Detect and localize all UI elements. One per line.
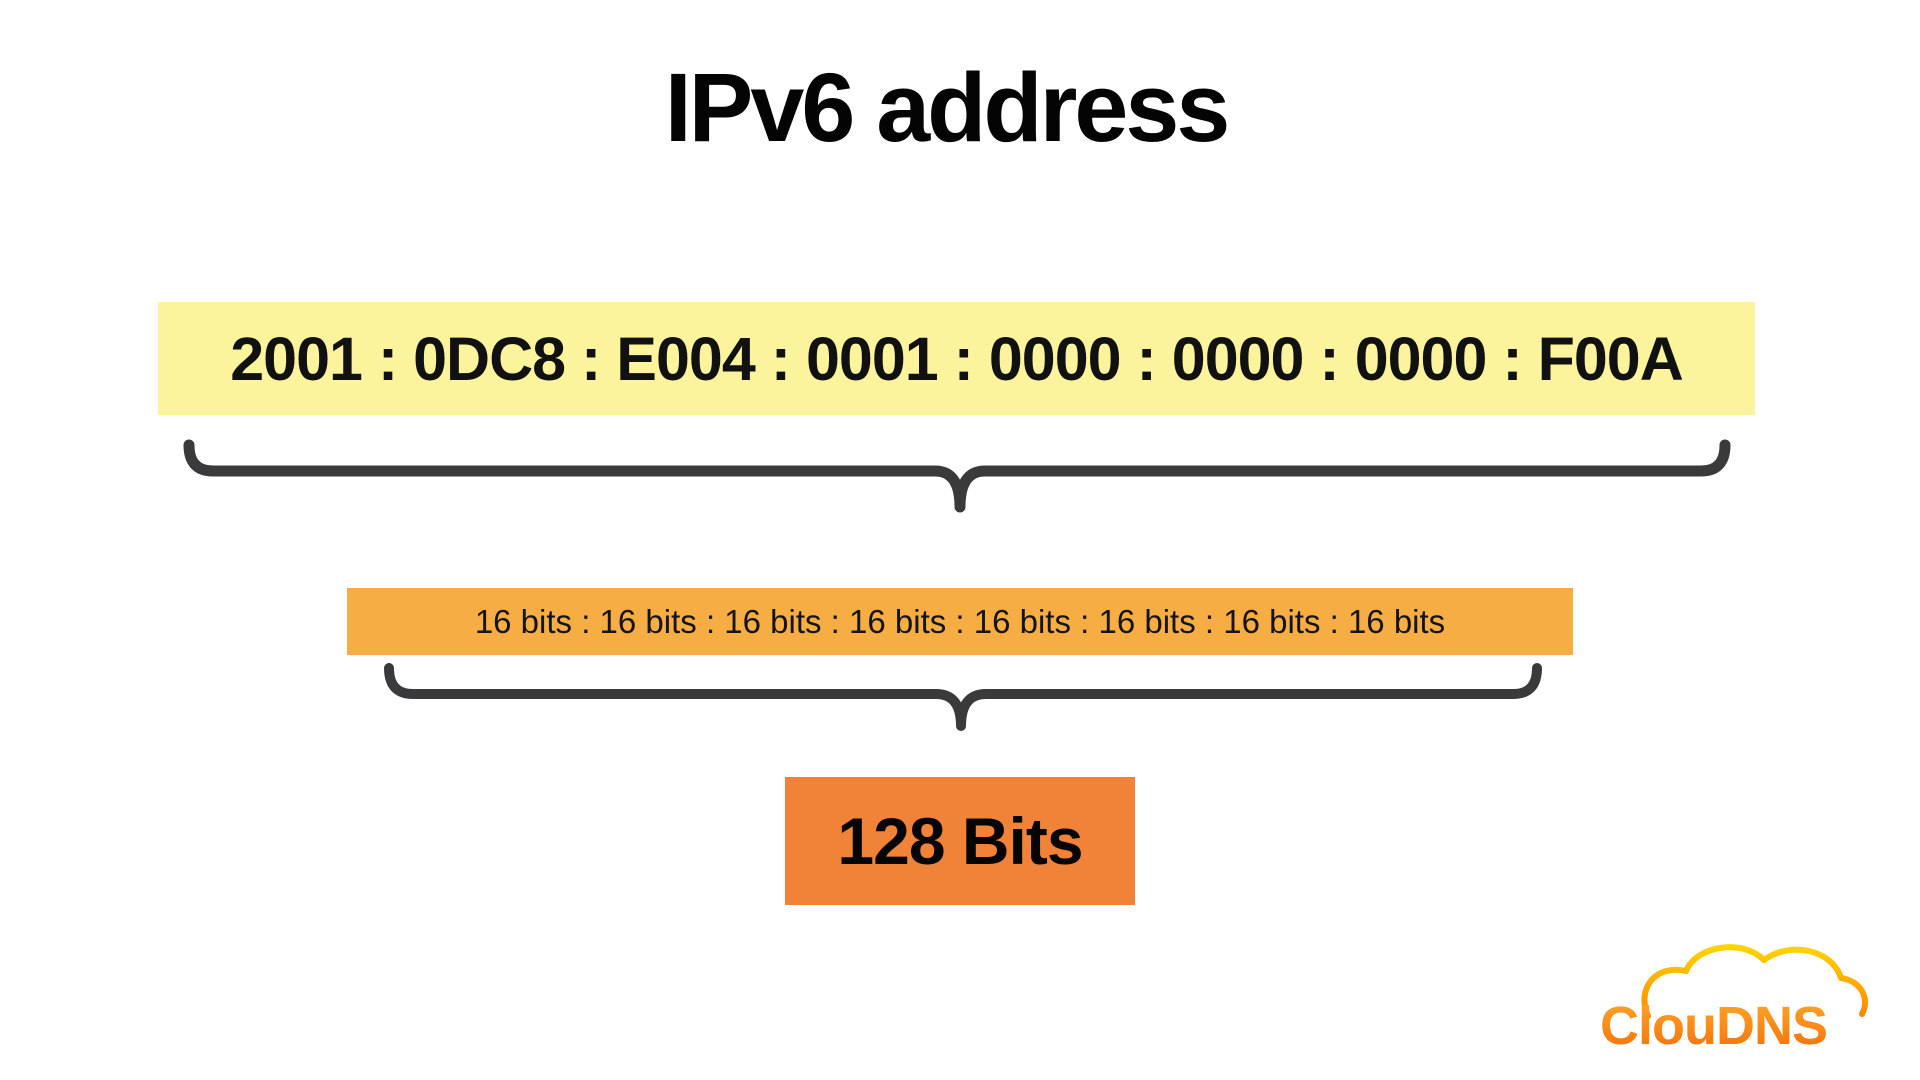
address-brace [183,439,1731,513]
address-brace-path [183,439,1731,513]
cloudns-logo: ClouDNS [1600,944,1869,1056]
page-title: IPv6 address [664,53,1231,162]
ipv6-address-box: 2001 : 0DC8 : E004 : 0001 : 0000 : 0000 … [158,302,1755,415]
bit-groups-brace-path [384,663,1542,731]
total-bits-box: 128 Bits [785,777,1135,905]
cloud-icon [1641,944,1869,1019]
cloudns-logo-text: ClouDNS [1600,996,1827,1056]
bit-groups-brace [384,663,1542,731]
bit-groups-box: 16 bits : 16 bits : 16 bits : 16 bits : … [347,588,1573,655]
